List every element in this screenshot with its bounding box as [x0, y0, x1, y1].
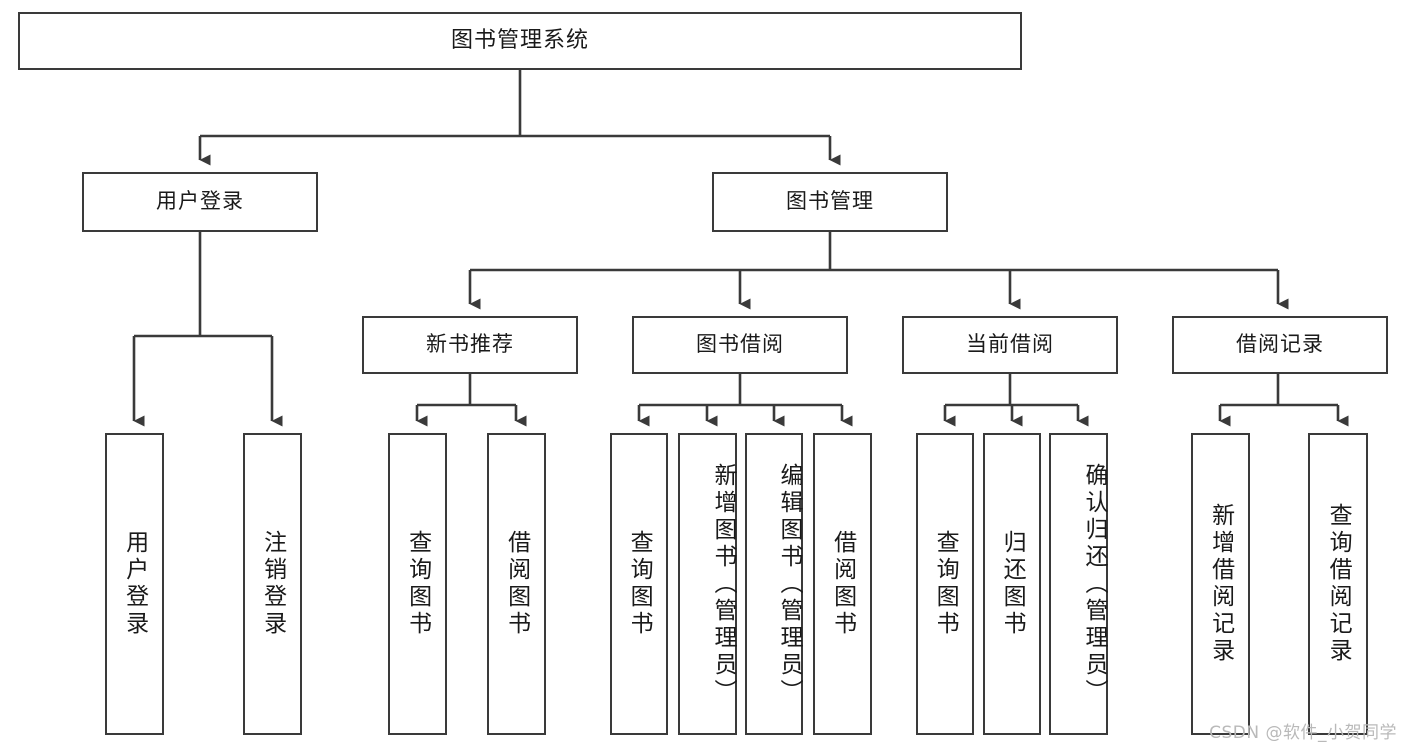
node-root-label: 图书管理系统	[450, 27, 589, 53]
node-record-add-borrow-record[interactable]: 新增借阅记录	[1191, 433, 1250, 735]
node-book-borrow-label: 图书借阅	[696, 332, 784, 357]
node-record-add-borrow-record-label: 新增借阅记录	[1207, 503, 1234, 665]
node-rec-borrow-book[interactable]: 借阅图书	[487, 433, 546, 735]
node-user-login-label: 用户登录	[156, 189, 244, 214]
node-rec-borrow-book-label: 借阅图书	[503, 530, 530, 638]
node-user-login-leaf[interactable]: 用户登录	[105, 433, 164, 735]
node-borrow-record-label: 借阅记录	[1236, 332, 1324, 357]
node-borrow-record[interactable]: 借阅记录	[1172, 316, 1388, 374]
node-current-confirm-return-admin[interactable]: 确认归还（管理员）	[1049, 433, 1108, 735]
watermark: CSDN @软件_小贺同学	[1209, 723, 1397, 743]
node-rec-query-book-label: 查询图书	[404, 530, 431, 638]
node-current-return-book-label: 归还图书	[999, 530, 1026, 638]
node-borrow-query-book-label: 查询图书	[626, 530, 653, 638]
node-current-borrow-label: 当前借阅	[966, 332, 1054, 357]
node-user-logout-leaf-label: 注销登录	[259, 530, 286, 638]
node-borrow-query-book[interactable]: 查询图书	[610, 433, 668, 735]
node-borrow-borrow-book[interactable]: 借阅图书	[813, 433, 872, 735]
node-borrow-add-book-admin-label: 新增图书（管理员）	[710, 462, 736, 706]
node-borrow-edit-book-admin[interactable]: 编辑图书（管理员）	[745, 433, 803, 735]
node-borrow-add-book-admin[interactable]: 新增图书（管理员）	[678, 433, 737, 735]
node-current-confirm-return-admin-label: 确认归还（管理员）	[1081, 462, 1107, 706]
node-new-book-rec[interactable]: 新书推荐	[362, 316, 578, 374]
node-user-logout-leaf[interactable]: 注销登录	[243, 433, 302, 735]
node-user-login-leaf-label: 用户登录	[121, 530, 148, 638]
node-book-manage[interactable]: 图书管理	[712, 172, 948, 232]
node-record-query-borrow-record-label: 查询借阅记录	[1325, 503, 1352, 665]
node-root[interactable]: 图书管理系统	[18, 12, 1022, 70]
node-current-query-book[interactable]: 查询图书	[916, 433, 974, 735]
node-new-book-rec-label: 新书推荐	[426, 332, 514, 357]
node-borrow-borrow-book-label: 借阅图书	[829, 530, 856, 638]
node-rec-query-book[interactable]: 查询图书	[388, 433, 447, 735]
node-book-manage-label: 图书管理	[786, 189, 874, 214]
node-current-query-book-label: 查询图书	[932, 530, 959, 638]
node-borrow-edit-book-admin-label: 编辑图书（管理员）	[776, 462, 802, 706]
node-book-borrow[interactable]: 图书借阅	[632, 316, 848, 374]
node-current-borrow[interactable]: 当前借阅	[902, 316, 1118, 374]
node-user-login[interactable]: 用户登录	[82, 172, 318, 232]
node-record-query-borrow-record[interactable]: 查询借阅记录	[1308, 433, 1368, 735]
node-current-return-book[interactable]: 归还图书	[983, 433, 1041, 735]
